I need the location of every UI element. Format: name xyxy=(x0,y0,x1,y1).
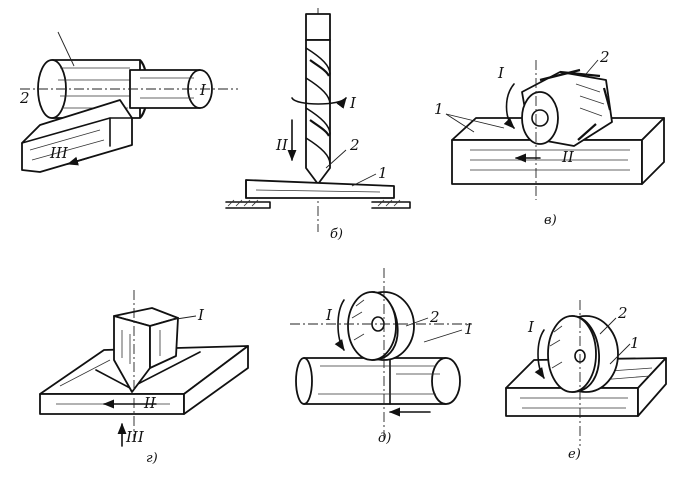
panel-g-planing: I II III г) xyxy=(39,290,249,466)
panel-a-label-feed: III xyxy=(49,144,69,162)
panel-e-label-2: 2 xyxy=(617,304,628,322)
panel-g-caption: г) xyxy=(146,451,158,466)
panel-d-caption: д) xyxy=(378,431,391,446)
panel-b-label-2: 2 xyxy=(349,136,360,154)
panel-v-caption: в) xyxy=(544,213,557,228)
panel-b-label-1: 1 xyxy=(378,164,388,182)
panel-e-caption: е) xyxy=(568,447,581,462)
panel-b-drill-shank xyxy=(305,13,331,41)
panel-d-workpiece xyxy=(295,357,461,405)
panel-d-label-1: 1 xyxy=(464,320,474,338)
panel-b-drilling: I II 2 1 б) xyxy=(225,8,411,242)
panel-v-label-2: 2 xyxy=(599,48,610,66)
panel-a-turning: 2 I III xyxy=(19,31,238,173)
panel-a-cutter xyxy=(21,99,133,173)
panel-v-label-feed: II xyxy=(561,148,575,166)
panel-g-tool xyxy=(113,307,179,393)
panel-b-label-rotation: I xyxy=(349,94,357,112)
panel-d-label-rotation: I xyxy=(325,306,333,324)
panel-d-wheel xyxy=(347,291,415,361)
panel-b-label-feed: II xyxy=(275,136,289,154)
panel-b-drill-body xyxy=(305,39,331,185)
panel-d-grinding: I 2 1 д) xyxy=(290,268,474,446)
panel-v-label-rotation: I xyxy=(497,64,505,82)
panel-b-caption: б) xyxy=(330,227,343,242)
panel-e-wheel xyxy=(547,315,619,393)
panel-v-milling: I 2 1 II в) xyxy=(434,48,665,228)
panel-b-supports xyxy=(225,199,411,209)
panel-g-label-feed3: III xyxy=(125,428,145,446)
panel-g-label-feed2: II xyxy=(143,394,157,412)
panel-e-label-1: 1 xyxy=(630,334,640,352)
panel-e-label-rotation: I xyxy=(527,318,535,336)
panel-a-label-2: 2 xyxy=(19,89,30,107)
panel-e-surface-grinding: I 2 1 е) xyxy=(505,300,667,462)
panel-g-label-top: I xyxy=(197,306,205,324)
panel-v-cutter xyxy=(521,68,613,147)
panel-a-label-rotation: I xyxy=(199,81,207,99)
panel-b-workpiece xyxy=(245,179,395,199)
panel-v-label-1: 1 xyxy=(434,100,444,118)
panel-d-label-2: 2 xyxy=(429,308,440,326)
